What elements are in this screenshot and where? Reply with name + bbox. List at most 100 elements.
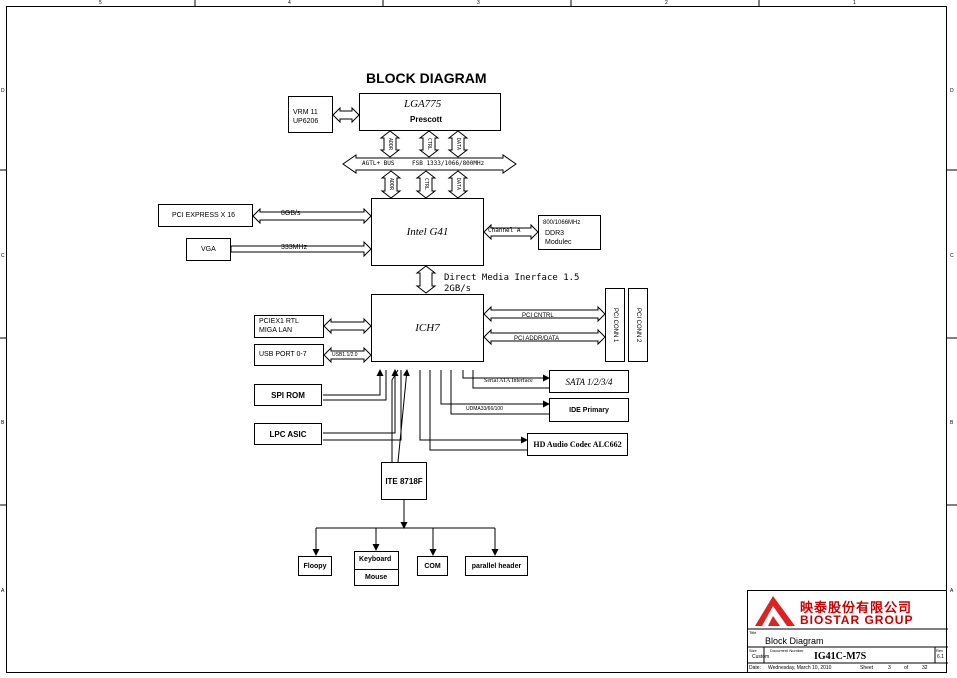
pci-cntrl-label: PCI CNTRL	[522, 313, 554, 319]
pcie-speed: 8GB/s	[281, 210, 301, 217]
rev-value: 6.1	[937, 654, 944, 660]
dmi-label: Direct Media Inerface 1.5	[444, 273, 580, 283]
lan-line1: PCIEX1 RTL	[259, 318, 299, 325]
vrm-line2: UP6206	[293, 118, 319, 125]
memory-line1: 800/1066MHz	[543, 220, 581, 226]
cpu-signal-label: DATA	[455, 178, 461, 191]
border-col-label: 2	[665, 0, 668, 6]
size-value: Custom	[752, 654, 770, 660]
spi-rom-label: SPI ROM	[271, 390, 305, 400]
usb-block: USB PORT 0-7	[254, 344, 324, 366]
vga-label: VGA	[201, 246, 216, 253]
audio-codec-block: HD Audio Codec ALC662	[527, 433, 628, 456]
cpu-sub: Prescott	[410, 115, 443, 124]
border-row-label: A	[1, 588, 5, 594]
vga-speed: 333MHz	[281, 244, 308, 251]
keyboard-mouse-block: Keyboard Mouse	[354, 551, 399, 586]
sata-block: SATA 1/2/3/4	[549, 370, 629, 393]
rev-caption: Rev	[936, 648, 944, 653]
audio-codec-label: HD Audio Codec ALC662	[533, 440, 622, 449]
vrm-block: VRM 11 UP6206	[288, 96, 333, 133]
com-label: COM	[424, 562, 441, 570]
pcie-block: PCI EXPRESS X 16	[158, 204, 253, 227]
sata-iface-label: Serial ATA Interface	[484, 378, 533, 384]
cpu-signal-label: CTRL	[423, 178, 429, 191]
cpu-signal-label: ADDR	[388, 178, 394, 191]
southbridge-name: ICH7	[415, 322, 440, 334]
cpu-signal-label: DATA	[455, 138, 461, 151]
sheet-number: 3	[888, 665, 891, 671]
date-caption: Date:	[749, 665, 761, 671]
parallel-block: parallel header	[465, 556, 528, 576]
pci-conn1-label: PCI CONN 1	[612, 307, 618, 343]
parallel-label: parallel header	[471, 562, 522, 570]
border-col-label: 1	[853, 0, 856, 6]
title-block-grid	[748, 628, 948, 664]
pci-conn2-block: PCI CONN 2	[628, 288, 648, 362]
keyboard-label: Keyboard	[359, 556, 392, 563]
lpc-asic-block: LPC ASIC	[254, 423, 322, 445]
ide-block: IDE Primary	[549, 398, 629, 422]
usb-speed: USB1.1/2.0	[332, 352, 358, 358]
keyboard-mouse-divider	[355, 569, 398, 570]
mouse-label: Mouse	[365, 574, 388, 581]
company-en: BIOSTAR GROUP	[800, 613, 914, 627]
border-col-label: 5	[99, 0, 102, 6]
border-col-label: 3	[477, 0, 480, 6]
fsb-bus-label: AGTL+ BUS	[362, 160, 395, 167]
superio-label: ITE 8718F	[385, 476, 423, 486]
com-block: COM	[417, 556, 448, 576]
cpu-name: LGA775	[404, 98, 442, 110]
pci-addr-label: PCI ADDR/DATA	[514, 336, 560, 342]
border-row-label: B	[950, 420, 954, 426]
ide-iface-label: UDMA33/66/100	[466, 406, 503, 412]
lpc-asic-label: LPC ASIC	[269, 429, 307, 439]
border-row-label: A	[950, 588, 954, 594]
border-row-label: D	[1, 88, 5, 94]
date-value: Wednesday, March 10, 2010	[768, 665, 832, 671]
docnum-caption: Document Number	[770, 648, 804, 653]
vrm-line1: VRM 11	[293, 109, 318, 116]
cpu-block: LGA775 Prescott	[359, 93, 501, 131]
pci-conn2-label: PCI CONN 2	[635, 307, 641, 343]
superio-block: ITE 8718F	[381, 462, 427, 500]
northbridge-name: Intel G41	[406, 226, 449, 238]
memory-line3: Modulec	[545, 239, 572, 246]
docnum-value: IG41C-M7S	[814, 651, 867, 662]
title-caption: Title	[749, 630, 757, 635]
of-caption: of	[904, 665, 909, 671]
lan-line2: MIGA LAN	[259, 327, 293, 334]
cpu-signal-label: ADDR	[387, 138, 393, 151]
memory-line2: DDR3	[545, 230, 565, 237]
spi-rom-block: SPI ROM	[254, 384, 322, 406]
vga-block: VGA	[186, 238, 231, 261]
floppy-block: Floopy	[298, 556, 332, 576]
dmi-speed: 2GB/s	[444, 284, 472, 294]
size-caption: Size	[749, 648, 757, 653]
lan-block: PCIEX1 RTL MIGA LAN	[254, 315, 324, 338]
sata-label: SATA 1/2/3/4	[565, 376, 613, 387]
memory-channel: Channel A	[488, 227, 521, 234]
ide-label: IDE Primary	[569, 406, 609, 414]
fsb-speed-label: FSB 1333/1066/800MHz	[412, 160, 485, 167]
usb-label: USB PORT 0-7	[259, 351, 307, 358]
title-block: 映泰股份有限公司 BIOSTAR GROUP Title Block Diagr…	[747, 590, 948, 673]
memory-block: 800/1066MHz DDR3 Modulec	[538, 215, 601, 250]
sheet-total: 32	[922, 665, 928, 671]
biostar-logo-icon	[755, 596, 795, 626]
border-row-label: C	[1, 253, 5, 259]
border-row-label: C	[950, 253, 954, 259]
sheet-caption: Sheet	[860, 665, 874, 671]
diagram-title: BLOCK DIAGRAM	[366, 70, 487, 86]
border-row-label: B	[1, 420, 5, 426]
southbridge-block: ICH7	[371, 294, 484, 362]
border-col-label: 4	[288, 0, 291, 6]
company-cn: 映泰股份有限公司	[800, 600, 913, 615]
cpu-signal-label: CTRL	[426, 138, 432, 151]
border-row-label: D	[950, 88, 954, 94]
pcie-label: PCI EXPRESS X 16	[172, 212, 236, 219]
pci-conn1-block: PCI CONN 1	[605, 288, 625, 362]
